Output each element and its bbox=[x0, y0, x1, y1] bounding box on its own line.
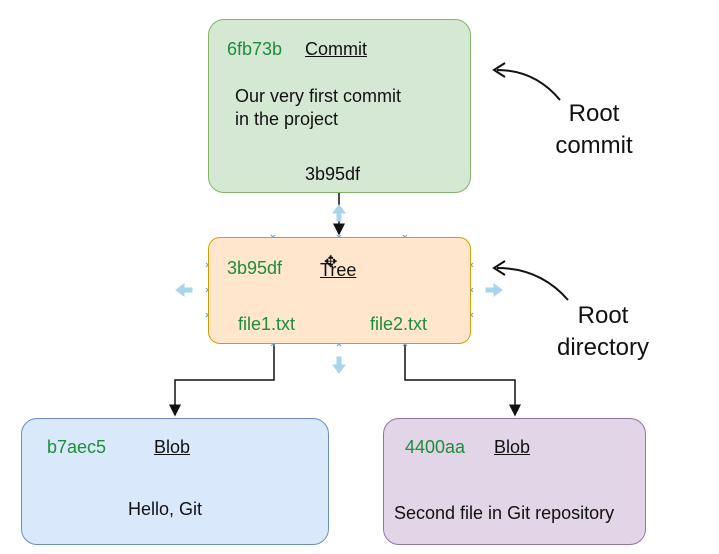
tree-to-blob2-arrow bbox=[404, 344, 521, 417]
root-commit-line2: commit bbox=[555, 132, 633, 159]
root-dir-line2: directory bbox=[556, 334, 650, 361]
root-directory-annotation: Root directory bbox=[548, 300, 658, 364]
commit-message-line2: in the project bbox=[235, 109, 339, 129]
selection-handles[interactable] bbox=[175, 204, 503, 374]
blob1-node[interactable] bbox=[21, 418, 329, 545]
tree-type-label: Tree bbox=[320, 260, 357, 280]
commit-tree-ref: 3b95df bbox=[305, 164, 361, 184]
tree-to-blob1-arrow bbox=[169, 344, 275, 417]
root-commit-line1: Root bbox=[568, 100, 620, 127]
tree-file2: file2.txt bbox=[370, 314, 428, 334]
blob2-hash: 4400aa bbox=[405, 437, 466, 457]
blob2-content: Second file in Git repository bbox=[394, 503, 615, 523]
tree-file1: file1.txt bbox=[238, 314, 296, 334]
blob2-node[interactable] bbox=[383, 418, 646, 545]
tree-hash: 3b95df bbox=[227, 258, 283, 278]
root-commit-pointer-arrow bbox=[496, 69, 561, 101]
root-directory-pointer-arrow bbox=[496, 267, 569, 301]
move-cursor-icon: ✥ bbox=[324, 254, 338, 271]
commit-hash: 6fb73b bbox=[227, 39, 283, 59]
commit-node[interactable] bbox=[208, 19, 471, 193]
root-dir-line1: Root bbox=[577, 302, 629, 329]
blob1-hash: b7aec5 bbox=[47, 437, 107, 457]
blob2-type-label: Blob bbox=[494, 437, 531, 457]
commit-message-line1: Our very first commit bbox=[235, 86, 402, 106]
commit-type-label: Commit bbox=[305, 39, 367, 59]
blob1-type-label: Blob bbox=[154, 437, 191, 457]
tree-node[interactable] bbox=[208, 237, 471, 344]
root-commit-annotation: Root commit bbox=[546, 98, 642, 162]
blob1-content: Hello, Git bbox=[128, 499, 203, 519]
